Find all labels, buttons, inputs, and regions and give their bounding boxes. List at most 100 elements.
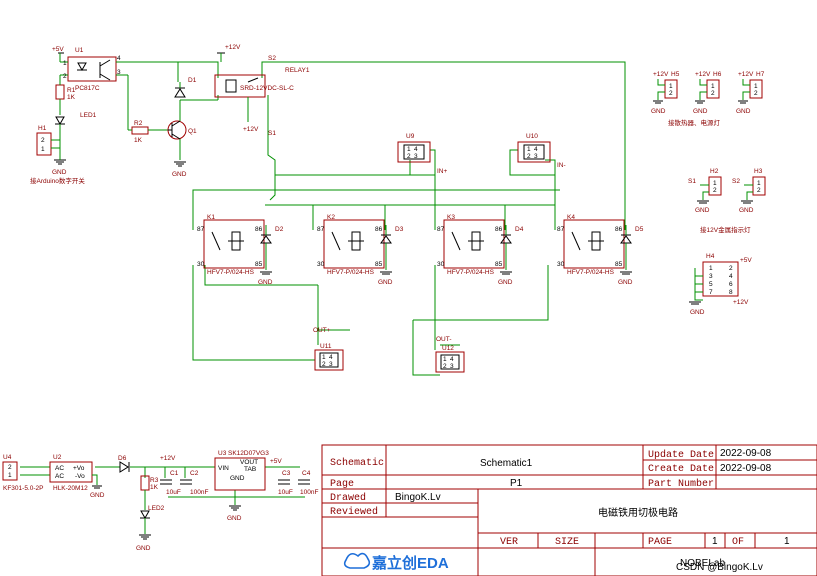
in-plus-label: IN+ (437, 168, 448, 175)
h2-header (708, 176, 722, 196)
gnd-symbol (174, 161, 186, 167)
tb-of-label: OF (732, 537, 744, 548)
r1-value: 1K (67, 94, 76, 101)
svg-text:2: 2 (8, 464, 12, 471)
svg-text:1: 1 (709, 265, 713, 272)
pin-86: 86 (615, 226, 623, 233)
pin-87: 87 (437, 226, 445, 233)
svg-text:3: 3 (450, 363, 454, 370)
svg-text:2: 2 (711, 90, 715, 97)
h4-header (702, 261, 739, 297)
h4-designator: H4 (706, 253, 715, 260)
svg-text:2: 2 (407, 153, 411, 160)
gnd-symbol (689, 301, 701, 305)
pin-85: 85 (255, 261, 263, 268)
arduino-note: 接Arduino数字开关 (30, 176, 85, 185)
svg-text:1: 1 (63, 60, 67, 67)
q1-designator: Q1 (188, 128, 197, 135)
svg-text:4: 4 (117, 55, 121, 62)
s1-designator: S1 (268, 130, 276, 137)
switch-s2-label: S2 (732, 178, 740, 185)
relay1-model: SRD-12VDC-SL-C (240, 85, 294, 92)
relay-model: HFV7-P/024-HS (447, 269, 495, 276)
r3-designator: R3 (150, 477, 159, 484)
tb-page-n: 1 (712, 536, 718, 547)
k4r-designator: K4 (567, 214, 575, 221)
c3-capacitor (278, 479, 290, 485)
d6-designator: D6 (118, 455, 127, 462)
pin-87: 87 (557, 226, 565, 233)
svg-text:2: 2 (443, 363, 447, 370)
u3-model: SK12D07VG3 (228, 450, 269, 457)
svg-text:4: 4 (729, 273, 733, 280)
r2-designator: R2 (134, 120, 143, 127)
gnd-label: GND (136, 545, 151, 552)
tb-create-value: 2022-09-08 (720, 463, 772, 474)
vcc-12v-label: +12V (243, 126, 259, 133)
gnd-label: GND (378, 279, 393, 286)
jlc-eda-logo: 嘉立创EDA (343, 552, 449, 572)
relay1-designator: RELAY1 (285, 67, 310, 74)
led1-designator: LED1 (80, 112, 97, 119)
svg-text:3: 3 (534, 153, 538, 160)
pin-87: 87 (317, 226, 325, 233)
d2-diode (260, 235, 272, 244)
k3r-designator: K3 (447, 214, 455, 221)
k1r-designator: K1 (207, 214, 215, 221)
vcc-5v-label: +5V (52, 46, 64, 53)
ac-label: AC (55, 473, 64, 480)
pin-85: 85 (375, 261, 383, 268)
u4-terminal (2, 461, 18, 481)
c3-value: 10uF (278, 489, 293, 496)
gnd-label: GND (651, 108, 666, 115)
gnd-symbol (229, 505, 241, 511)
svg-text:1: 1 (527, 146, 531, 153)
c4-designator: C4 (302, 470, 311, 477)
gnd-symbol (139, 534, 151, 540)
tb-schematic-label: Schematic (330, 457, 384, 469)
pin-86: 86 (255, 226, 263, 233)
svg-text:5: 5 (709, 281, 713, 288)
svg-text:1: 1 (713, 180, 717, 187)
d6-diode (119, 461, 129, 473)
vcc-12v-label: +12V (695, 71, 711, 78)
gnd-label: GND (258, 279, 273, 286)
u10-designator: U10 (526, 133, 538, 140)
svg-text:1: 1 (41, 146, 45, 153)
r3-value: 1K (150, 484, 159, 491)
gnd-label: GND (695, 207, 710, 214)
vcc-12v-label: +12V (160, 455, 176, 462)
tb-schematic-value: Schematic1 (480, 458, 533, 469)
h2-designator: H2 (710, 168, 719, 175)
gnd-label: GND (227, 515, 242, 522)
c2-value: 100nF (190, 489, 208, 496)
tb-part-label: Part Number (648, 478, 714, 490)
svg-text:7: 7 (709, 289, 713, 296)
svg-text:3: 3 (414, 153, 418, 160)
led1-symbol (55, 116, 65, 126)
u2-module (49, 461, 93, 483)
vcc-12v-label: +12V (653, 71, 669, 78)
tb-title: 电磁铁用切极电路 (598, 506, 678, 519)
c2-capacitor (180, 479, 192, 485)
pin-86: 86 (495, 226, 503, 233)
gnd-label: GND (52, 169, 67, 176)
c4-capacitor (298, 479, 310, 485)
tb-drawed-label: Drawed (330, 492, 366, 504)
c1-capacitor (160, 479, 172, 485)
svg-text:1: 1 (669, 83, 673, 90)
svg-text:3: 3 (329, 361, 333, 368)
optocoupler-u1 (60, 56, 129, 130)
in-minus-label: IN- (557, 162, 566, 169)
tb-page-value: P1 (510, 478, 523, 489)
k2r-designator: K2 (327, 214, 335, 221)
svg-text:6: 6 (729, 281, 733, 288)
svg-text:1: 1 (443, 356, 447, 363)
h3-header (752, 176, 766, 196)
